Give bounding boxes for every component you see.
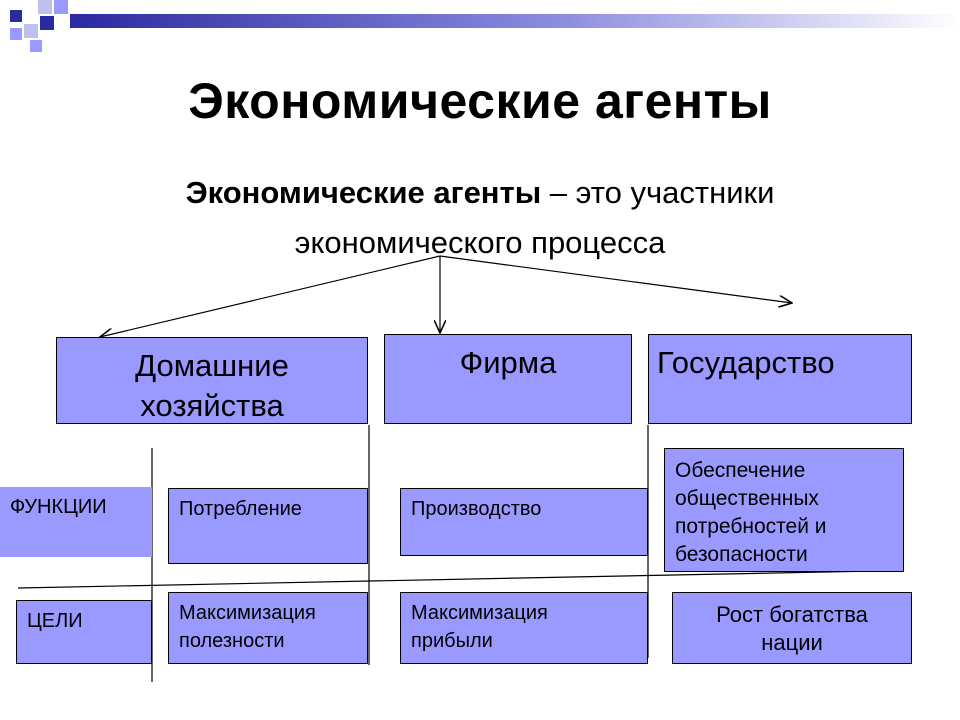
agent-label: Домашние: [135, 348, 289, 383]
goal-profit-max: Максимизация прибыли: [400, 592, 648, 664]
definition-rest: – это участники: [541, 175, 775, 210]
row-divider: [17, 570, 876, 589]
agent-households-box: Домашние хозяйства: [56, 337, 368, 424]
agent-label: Фирма: [459, 345, 557, 380]
definition-text: Экономические агенты – это участники эко…: [80, 168, 880, 268]
agent-label: хозяйства: [140, 388, 284, 423]
function-public-needs: Обеспечение общественных потребностей и …: [664, 448, 904, 572]
definition-line-2: экономического процесса: [294, 225, 666, 260]
arrow-to-households: [100, 255, 441, 337]
goals-row-label: ЦЕЛИ: [16, 600, 152, 664]
decor-square: [30, 40, 42, 52]
decor-square: [24, 24, 38, 38]
function-consumption: Потребление: [168, 488, 368, 564]
agent-firm-box: Фирма: [384, 334, 632, 424]
corner-decoration: [10, 0, 960, 52]
goal-utility-max: Максимизация полезности: [168, 592, 368, 664]
decor-square: [10, 28, 22, 40]
decor-square: [40, 16, 54, 30]
decor-bar: [70, 14, 960, 28]
decor-square: [24, 10, 36, 22]
functions-row-label: ФУНКЦИИ: [0, 487, 152, 557]
definition-term: Экономические агенты: [185, 175, 542, 210]
agent-label: Государство: [657, 345, 835, 380]
goal-national-wealth: Рост богатства нации: [672, 592, 912, 664]
decor-square: [54, 0, 68, 14]
definition-line-1: Экономические агенты – это участники: [80, 168, 880, 218]
agent-state-box: Государство: [648, 334, 912, 424]
decor-square: [38, 0, 52, 14]
slide-title: Экономические агенты: [188, 73, 772, 129]
decor-square: [10, 10, 22, 22]
function-production: Производство: [400, 488, 648, 556]
